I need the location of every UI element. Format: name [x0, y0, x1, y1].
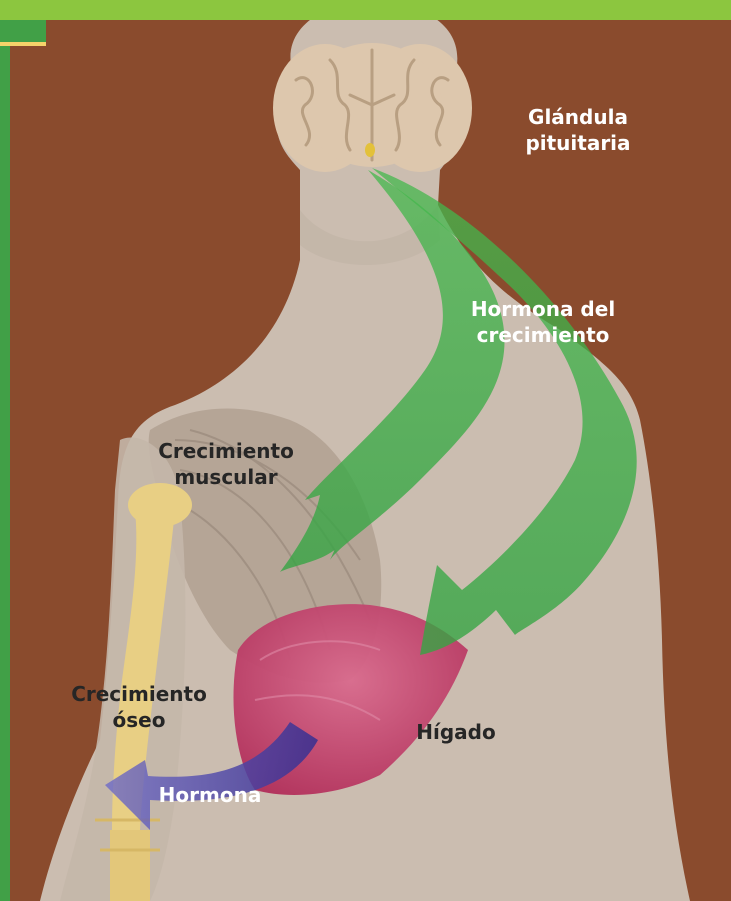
- label-muscle-growth: Crecimiento muscular: [148, 438, 304, 490]
- label-pituitary-line-2: pituitaria: [508, 130, 648, 156]
- label-hormone: Hormona: [150, 782, 270, 808]
- frame-left-bar: [0, 20, 10, 901]
- label-bone-growth: Crecimiento óseo: [60, 681, 218, 733]
- label-bone-growth-line-2: óseo: [60, 707, 218, 733]
- frame-top-bar: [0, 0, 731, 20]
- frame-corner-tab: [0, 20, 46, 42]
- frame-corner-accent: [0, 42, 46, 46]
- label-muscle-growth-line-1: Crecimiento: [148, 438, 304, 464]
- label-pituitary-line-1: Glándula: [508, 104, 648, 130]
- label-muscle-growth-line-2: muscular: [148, 464, 304, 490]
- label-growth-hormone-line-2: crecimiento: [450, 322, 636, 348]
- label-growth-hormone-line-1: Hormona del: [450, 296, 636, 322]
- label-pituitary-gland: Glándula pituitaria: [508, 104, 648, 156]
- label-growth-hormone: Hormona del crecimiento: [450, 296, 636, 348]
- label-liver: Hígado: [400, 719, 512, 745]
- label-bone-growth-line-1: Crecimiento: [60, 681, 218, 707]
- pituitary-gland-icon: [365, 143, 375, 157]
